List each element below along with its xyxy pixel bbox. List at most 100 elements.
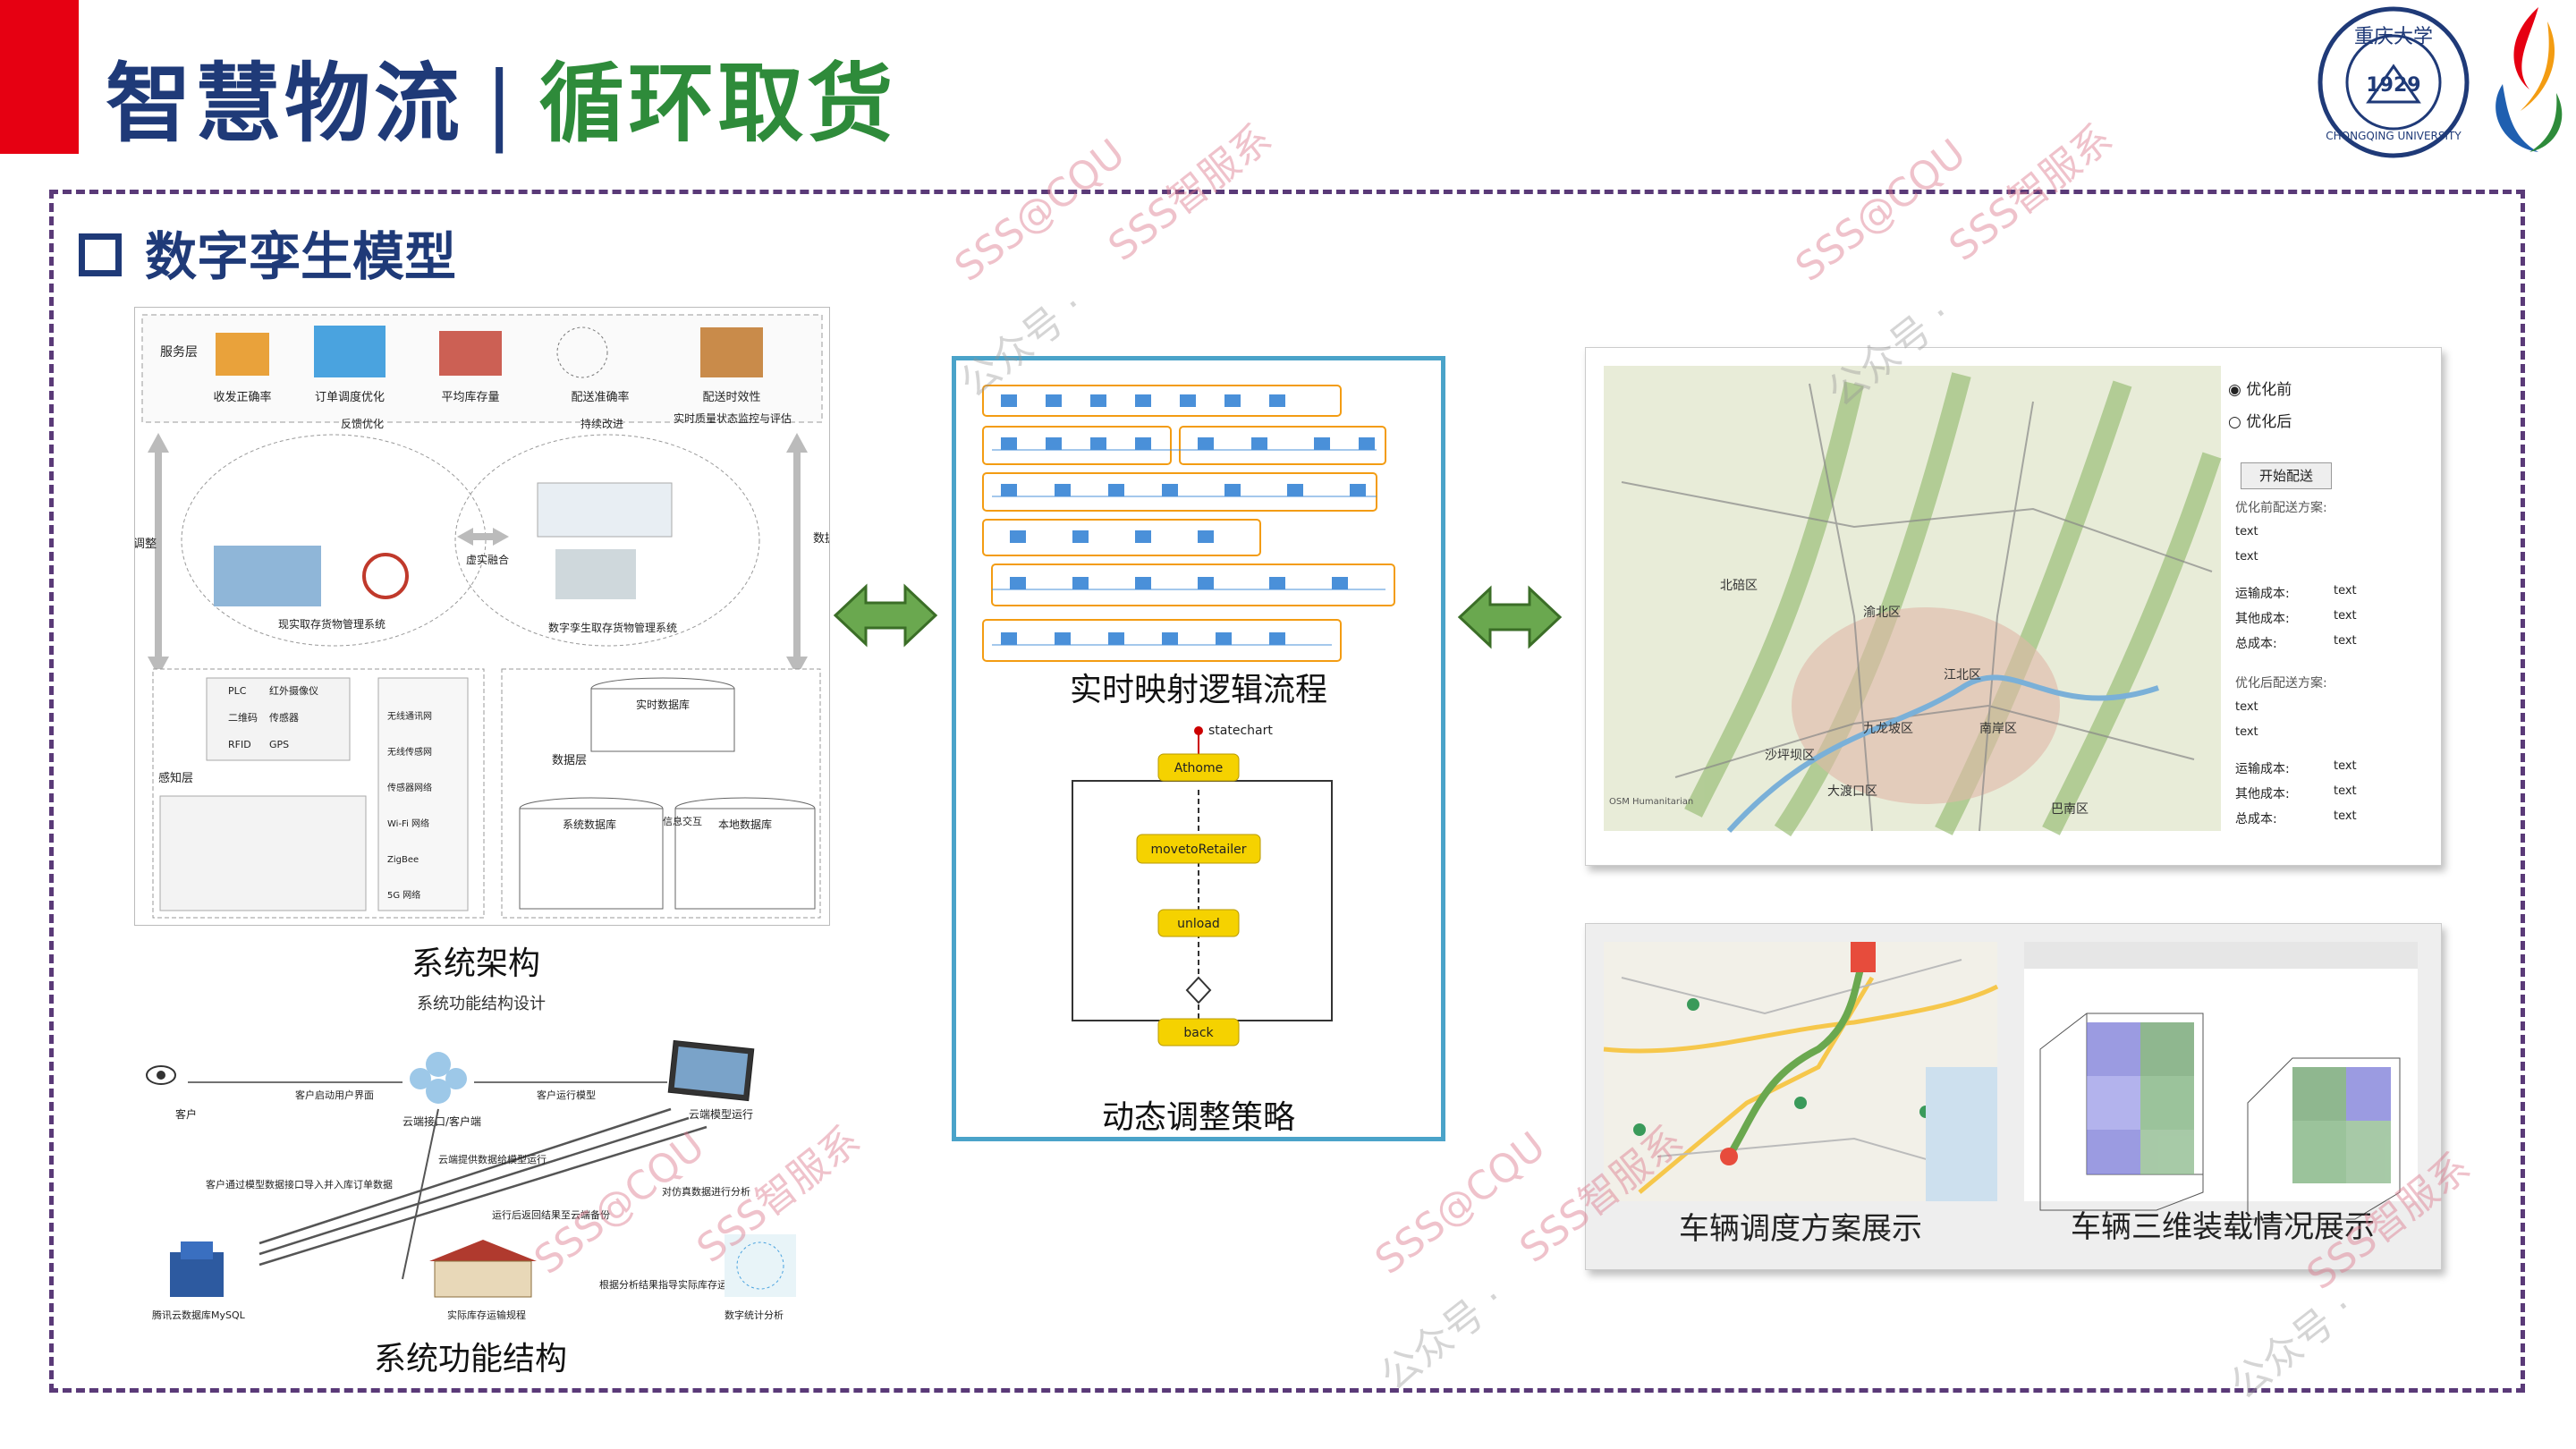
arch-device-3: 传感器: [269, 712, 299, 724]
logic-caption-bottom: 动态调整策略: [1102, 1099, 1295, 1136]
logic-caption-top: 实时映射逻辑流程: [1070, 672, 1327, 708]
state-athome[interactable]: Athome: [1157, 753, 1240, 782]
arch-feedback: 反馈优化: [341, 418, 384, 430]
cost-transport-value-b: text: [2334, 759, 2357, 773]
arch-realtime-db: 实时数据库: [636, 698, 690, 711]
customer-icon: [146, 1065, 176, 1085]
vehicle-panel: 车辆调度方案展示 车辆三维装载情况展示: [1585, 923, 2442, 1270]
plan-before-text-1: text: [2235, 525, 2258, 538]
state-back[interactable]: back: [1157, 1018, 1240, 1046]
map-place-6: 北碚区: [1720, 579, 1758, 593]
arch-net-0: 无线通讯网: [387, 710, 432, 722]
state-unload[interactable]: unload: [1157, 909, 1240, 937]
arch-continuous: 持续改进: [580, 417, 623, 430]
university-logo: 重庆大学 1929 CHONGQING UNIVERSITY: [2315, 4, 2472, 161]
plan-before-label: 优化前配送方案:: [2235, 501, 2327, 515]
function-edge-4: 运行后返回结果至云端备份: [492, 1208, 610, 1221]
arch-net-3: Wi-Fi 网络: [387, 818, 429, 829]
caption-vehicle-route: 车辆调度方案展示: [1679, 1211, 1922, 1247]
cost-other-value-a: text: [2334, 609, 2357, 623]
arch-mid-link: 虚实融合: [466, 553, 509, 566]
caption-vehicle-loading: 车辆三维装载情况展示: [2071, 1209, 2375, 1245]
content-frame: [49, 190, 2525, 1393]
architecture-diagram: 服务层 收发正确率 订单调度优化 平均库存量 配送准确率 配送时效性 反馈优化 …: [110, 307, 860, 926]
radio-before[interactable]: ◉ 优化前: [2228, 377, 2292, 399]
arch-top-item-4: 配送时效性: [702, 391, 760, 404]
arch-top-item-2: 平均库存量: [441, 390, 499, 404]
cost-other-label-a: 其他成本:: [2235, 612, 2290, 626]
state-movetoretailer[interactable]: movetoRetailer: [1136, 834, 1261, 864]
warehouse-icon: [429, 1240, 537, 1298]
arch-mid-left: 现实取存货物管理系统: [278, 617, 386, 631]
cost-total-label-a: 总成本:: [2235, 637, 2277, 651]
radio-checked-icon: ◉: [2228, 381, 2241, 399]
cost-other-label-b: 其他成本:: [2235, 787, 2290, 801]
radio-unchecked-icon: ○: [2228, 413, 2241, 431]
cost-total-value-b: text: [2334, 809, 2357, 823]
map-place-7: 巴南区: [2051, 802, 2089, 817]
double-arrow-left-icon: [832, 580, 939, 651]
arch-net-2: 传感器网络: [387, 782, 432, 793]
title-right: 循环取货: [538, 54, 897, 154]
caption-architecture: 系统架构: [411, 945, 541, 982]
section-title: 数字孪生模型: [79, 215, 456, 290]
function-edge-6: 根据分析结果指导实际库存运输作业: [599, 1278, 757, 1291]
map-panel: 渝北区 江北区 沙坪坝区 大渡口区 南岸区 九龙坡区 北碚区 巴南区 OSM H…: [1585, 347, 2442, 866]
arch-right-label: 数据反馈: [813, 532, 829, 546]
function-structure-diagram: 系统功能结构设计 客户 云端接口/客户端 云端模型运行 客户启动用户界面 客户运…: [134, 984, 828, 1360]
arch-realtime: 实时质量状态监控与评估: [674, 411, 792, 425]
start-delivery-button[interactable]: 开始配送: [2241, 462, 2332, 489]
radio-after[interactable]: ○ 优化后: [2228, 409, 2292, 431]
function-edge-2: 云端提供数据给模型运行: [438, 1153, 547, 1165]
flame-emblem-icon: [2485, 4, 2571, 156]
function-edge-1: 客户运行模型: [537, 1089, 596, 1101]
state-movetoretailer-label: movetoRetailer: [1150, 843, 1246, 857]
arch-net-4: ZigBee: [387, 855, 419, 865]
function-edge-3: 客户通过模型数据接口导入并入库订单数据: [206, 1178, 393, 1191]
arch-top-item-3: 配送准确率: [571, 390, 629, 404]
arch-top-item-0: 收发正确率: [213, 390, 271, 404]
statechart-label: statechart: [1208, 724, 1273, 738]
state-athome-label: Athome: [1174, 761, 1224, 775]
arch-mid-right: 数字孪生取存货物管理系统: [548, 621, 677, 634]
arch-device-1: 红外摄像仪: [269, 684, 318, 697]
function-node-4: 实际库存运输规程: [447, 1309, 526, 1321]
cost-other-value-b: text: [2334, 784, 2357, 798]
arch-perception: 感知层: [158, 771, 193, 785]
cost-transport-label-a: 运输成本:: [2235, 587, 2290, 601]
arch-device-0: PLC: [228, 685, 247, 697]
map-controls: ◉ 优化前 ○ 优化后 开始配送 优化前配送方案: text text 运输成本…: [2226, 364, 2423, 829]
plan-after-text-1: text: [2235, 700, 2258, 714]
page-title: 智慧物流|循环取货: [106, 34, 896, 158]
arch-device-5: GPS: [269, 739, 289, 750]
header-accent-bar: [0, 0, 79, 154]
map-credit: OSM Humanitarian: [1609, 797, 1693, 807]
logo-text: 重庆大学: [2354, 26, 2433, 48]
svg-text:服务层: 服务层: [160, 345, 198, 360]
radio-before-label: 优化前: [2246, 381, 2292, 399]
title-left: 智慧物流: [106, 54, 463, 154]
function-node-3: 腾讯云数据库MySQL: [152, 1309, 246, 1321]
cost-total-value-a: text: [2334, 634, 2357, 648]
map-place-5: 九龙坡区: [1863, 722, 1913, 736]
map-place-4: 南岸区: [1979, 722, 2017, 736]
double-arrow-right-icon: [1456, 581, 1563, 653]
analysis-chart-icon: [724, 1234, 796, 1297]
arch-local-db: 本地数据库: [718, 818, 772, 831]
arch-net-1: 无线传感网: [387, 746, 432, 758]
arch-device-2: 二维码: [228, 712, 258, 724]
map-place-0: 江北区: [1944, 668, 1981, 682]
plan-before-text-2: text: [2235, 550, 2258, 564]
logic-flow-panel: 实时映射逻辑流程 statechart Athome movetoRetaile…: [952, 356, 1445, 1141]
arch-device-4: RFID: [228, 739, 251, 750]
logo-latin: CHONGQING UNIVERSITY: [2326, 130, 2462, 142]
function-node-5: 数字统计分析: [724, 1309, 784, 1321]
state-unload-label: unload: [1177, 917, 1220, 931]
arch-data-layer: 数据层: [552, 754, 587, 767]
function-edge-0: 客户启动用户界面: [295, 1089, 374, 1101]
mysql-database-icon: [170, 1241, 224, 1297]
cost-transport-label-b: 运输成本:: [2235, 762, 2290, 776]
laptop-icon: [667, 1039, 755, 1102]
arch-top-item-1: 订单调度优化: [315, 390, 385, 404]
map-place-3: 大渡口区: [1827, 784, 1877, 799]
